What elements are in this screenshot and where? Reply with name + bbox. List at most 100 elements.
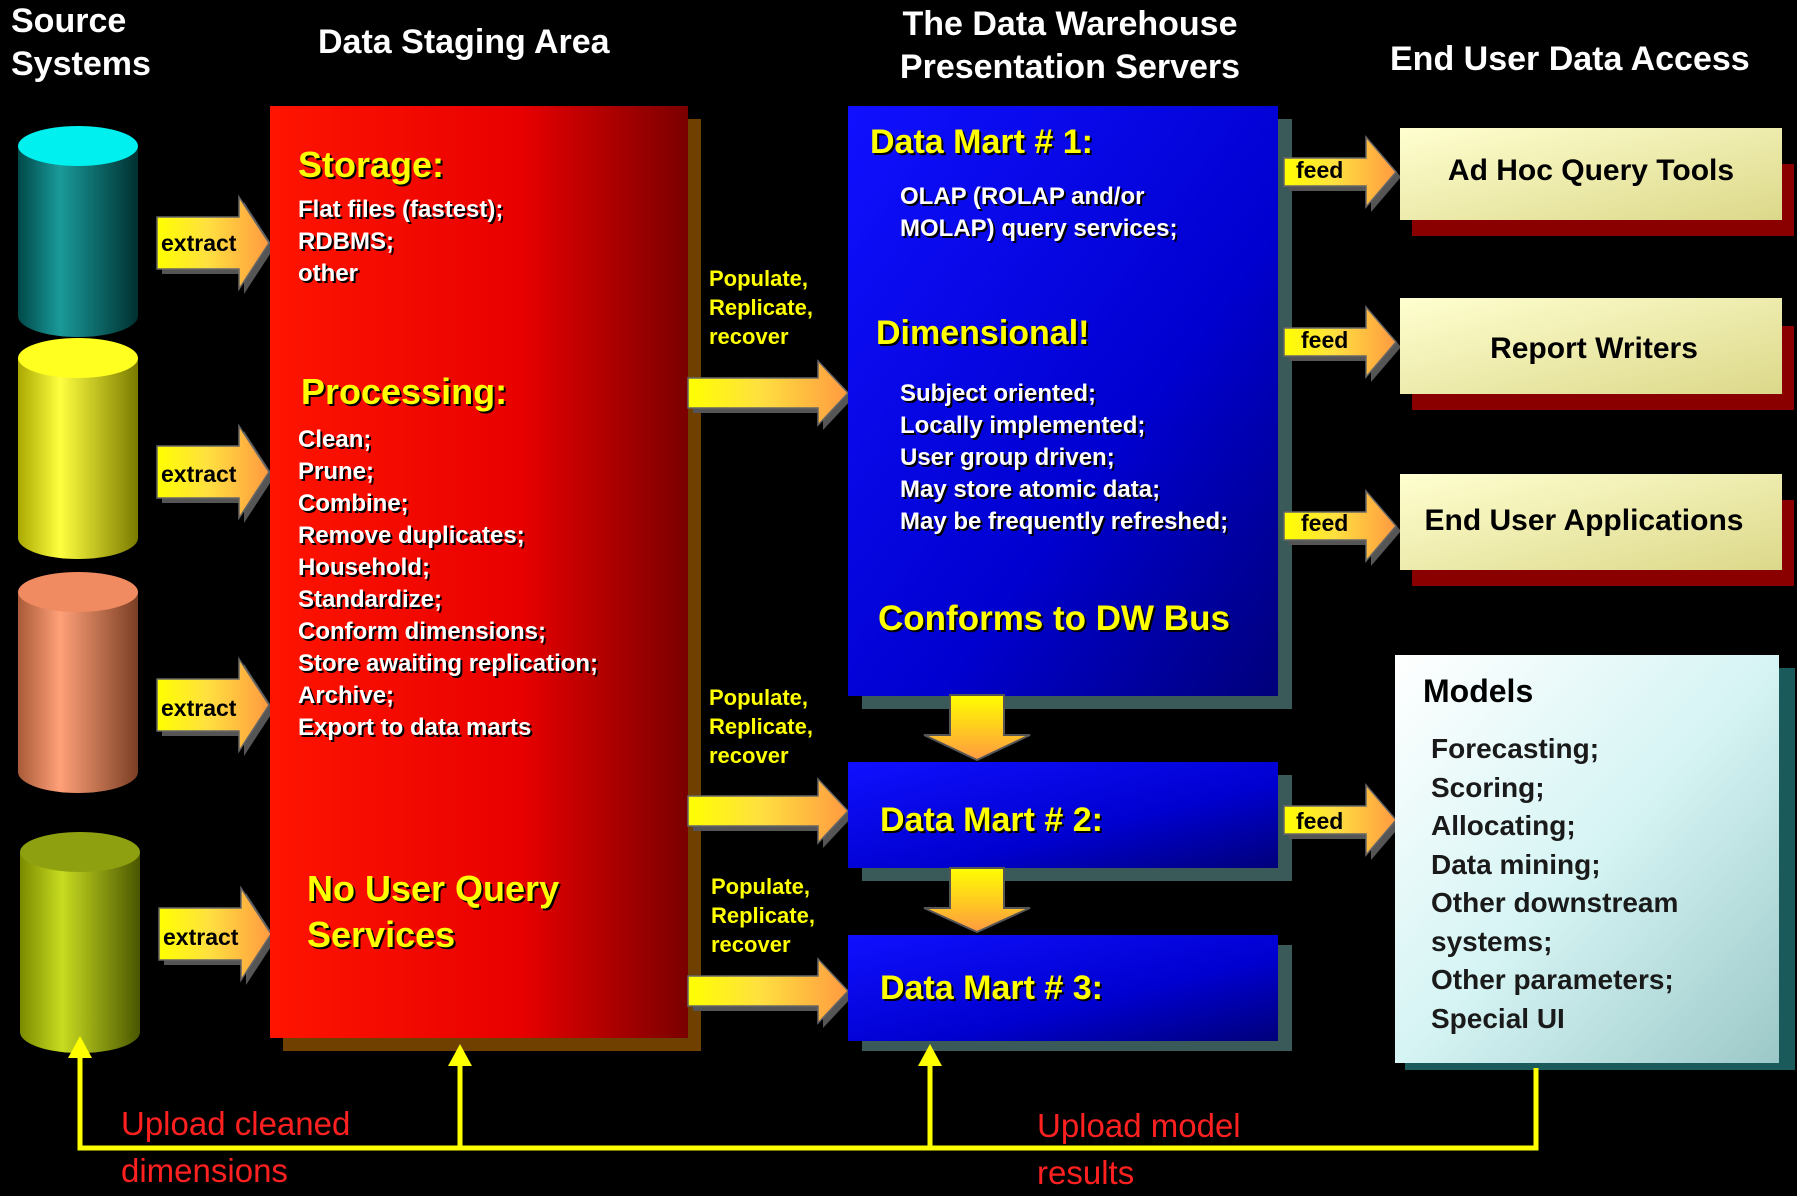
populate-arrow-2 xyxy=(687,777,850,845)
processing-item: Store awaiting replication; xyxy=(298,650,599,677)
models-item: Allocating; xyxy=(1431,810,1576,841)
tool-adhoc-box xyxy=(1400,128,1782,220)
feed-arrow-3 xyxy=(1283,488,1397,564)
models-item: Scoring; xyxy=(1431,771,1545,803)
models-list: Forecasting; Scoring; Allocating; Data m… xyxy=(1431,730,1678,1038)
upload-model-label: Upload model results xyxy=(1037,1102,1241,1196)
mart1-conforms: Conforms to DW Bus xyxy=(878,599,1230,638)
mart1-item: May be frequently refreshed; xyxy=(900,508,1229,535)
olap-line: OLAP (ROLAP and/or xyxy=(900,183,1145,210)
models-item: Data mining; xyxy=(1431,848,1601,880)
mart1-item: User group driven; xyxy=(900,444,1115,471)
feed-arrow-4 xyxy=(1283,782,1397,858)
mart1-dimensional: Dimensional! xyxy=(876,314,1090,352)
upload-cleaned-label: Upload cleaned dimensions xyxy=(121,1100,350,1194)
extract-arrow-3 xyxy=(156,656,270,754)
feed-arrow-1 xyxy=(1283,134,1397,210)
header-end-user: End User Data Access xyxy=(1390,40,1750,78)
processing-item: Conform dimensions; xyxy=(298,618,547,645)
populate-line: recover xyxy=(709,743,789,768)
extract-label-4: extract xyxy=(163,924,239,950)
header-warehouse: The Data Warehouse Presentation Servers xyxy=(870,3,1270,89)
populate-label-2: Populate, Replicate, recover xyxy=(709,683,813,770)
mart1-items: Subject oriented; Locally implemented; U… xyxy=(900,378,1228,538)
models-item: Special UI xyxy=(1431,1002,1565,1034)
header-warehouse-line-1: The Data Warehouse xyxy=(902,5,1238,43)
populate-line: Populate, xyxy=(709,266,809,291)
models-item: Forecasting; xyxy=(1431,733,1600,764)
mart2-title: Data Mart # 2: xyxy=(880,801,1103,839)
staging-storage-list: Flat files (fastest); RDBMS; other xyxy=(298,194,503,290)
extract-arrow-2 xyxy=(156,423,270,521)
mart2-to-mart3-arrow xyxy=(923,867,1031,934)
mart1-item: Locally implemented; xyxy=(900,412,1146,439)
upload-cleaned-line: Upload cleaned xyxy=(121,1105,351,1142)
tool-report-label: Report Writers xyxy=(1490,332,1698,365)
mart1-to-mart2-arrow xyxy=(923,694,1031,762)
populate-label-3: Populate, Replicate, recover xyxy=(711,872,815,959)
extract-label-2: extract xyxy=(161,461,237,487)
extract-label-3: extract xyxy=(161,695,237,721)
feed-label-3: feed xyxy=(1301,510,1349,536)
upload-model-line: results xyxy=(1037,1154,1135,1191)
models-item: Other downstream xyxy=(1431,887,1679,918)
extract-label-1: extract xyxy=(161,230,237,256)
header-source-line-1: Source xyxy=(11,2,127,40)
staging-no-query: No User Query Services xyxy=(307,866,559,958)
mart1-item: Subject oriented; xyxy=(900,380,1097,407)
models-title: Models xyxy=(1423,673,1534,709)
source-cylinder-4 xyxy=(20,832,140,1053)
processing-item: Household; xyxy=(298,554,430,581)
processing-item: Combine; xyxy=(298,490,409,517)
populate-arrow-3 xyxy=(687,957,850,1025)
populate-line: recover xyxy=(711,932,791,957)
staging-box xyxy=(270,106,688,1038)
storage-item: Flat files (fastest); xyxy=(298,196,504,223)
header-warehouse-line-2: Presentation Servers xyxy=(899,48,1241,86)
no-query-line-2: Services xyxy=(307,914,456,955)
mart3-title: Data Mart # 3: xyxy=(880,969,1103,1007)
tool-adhoc-label: Ad Hoc Query Tools xyxy=(1447,154,1735,187)
upload-model-line: Upload model xyxy=(1037,1107,1241,1144)
processing-item: Remove duplicates; xyxy=(298,522,525,549)
processing-item: Standardize; xyxy=(298,586,443,613)
source-cylinder-1 xyxy=(18,126,138,337)
populate-line: Populate, xyxy=(709,685,809,710)
upload-cleaned-line: dimensions xyxy=(121,1152,288,1189)
staging-storage-title: Storage: xyxy=(298,144,445,185)
feed-arrow-2 xyxy=(1283,304,1397,380)
processing-item: Clean; xyxy=(298,426,372,453)
populate-line: Replicate, xyxy=(711,903,815,928)
models-box xyxy=(1395,655,1779,1063)
header-source-line-2: Systems xyxy=(11,45,151,83)
storage-item: other xyxy=(298,260,358,287)
storage-item: RDBMS; xyxy=(298,228,394,255)
source-cylinder-2 xyxy=(18,338,138,559)
header-source-systems: Source Systems xyxy=(11,0,151,86)
mart3-box xyxy=(848,935,1278,1041)
staging-processing-title: Processing: xyxy=(301,371,508,412)
populate-arrow-1 xyxy=(687,359,850,427)
tool-apps-label: End User Applications xyxy=(1424,504,1744,537)
populate-line: Replicate, xyxy=(709,714,813,739)
no-query-line-1: No User Query xyxy=(307,868,560,909)
populate-line: Populate, xyxy=(711,874,811,899)
extract-arrow-4 xyxy=(158,885,272,983)
models-item: systems; xyxy=(1431,925,1553,957)
populate-line: recover xyxy=(709,324,789,349)
processing-item: Archive; xyxy=(298,682,395,709)
mart1-box xyxy=(848,106,1278,696)
feed-label-1: feed xyxy=(1296,157,1344,183)
tool-apps-box xyxy=(1400,474,1782,570)
upload-lines xyxy=(77,1040,1539,1151)
feed-arrows xyxy=(1283,134,1401,860)
populate-label-1: Populate, Replicate, recover xyxy=(709,264,813,351)
processing-item: Export to data marts xyxy=(298,714,532,741)
populate-arrows xyxy=(687,359,853,1028)
mart1-item: May store atomic data; xyxy=(900,476,1161,503)
staging-processing-list: Clean; Prune; Combine; Remove duplicates… xyxy=(298,424,598,744)
mart1-title: Data Mart # 1: xyxy=(870,123,1093,161)
olap-line: MOLAP) query services; xyxy=(900,215,1178,242)
feed-label-2: feed xyxy=(1301,327,1349,353)
header-staging: Data Staging Area xyxy=(318,23,610,61)
